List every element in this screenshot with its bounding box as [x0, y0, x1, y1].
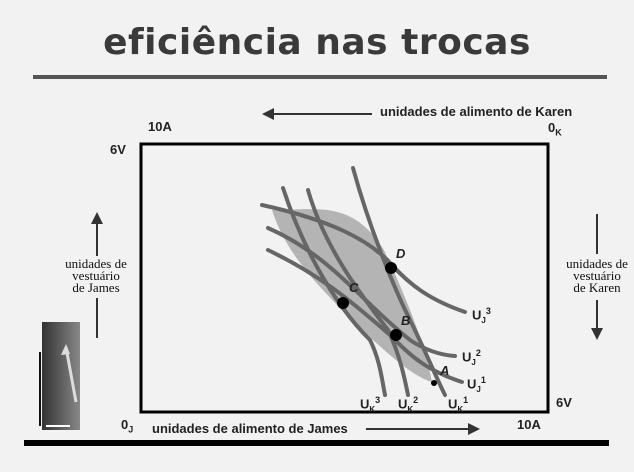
corner-bottom-left: 0J — [121, 417, 134, 435]
right-arrow-head — [591, 328, 603, 340]
point-label-d: D — [396, 246, 406, 261]
point-label-a: A — [439, 363, 449, 378]
bottom-arrow-head — [468, 423, 480, 435]
point-a — [431, 380, 437, 386]
top-axis-arrow — [272, 113, 372, 115]
box-frame — [139, 142, 550, 414]
right-axis-arrow — [596, 214, 598, 254]
corner-top-right: 0K — [548, 120, 562, 138]
curve-uj3 — [260, 203, 467, 314]
label-uk2: UK2 — [398, 395, 419, 414]
page-title: eficiência nas trocas — [103, 22, 531, 63]
point-c — [337, 297, 349, 309]
corner-bottom-right: 10A — [517, 417, 541, 432]
corner-right-bottom: 6V — [556, 395, 572, 410]
top-axis-label: unidades de alimento de Karen — [380, 104, 573, 119]
right-axis-arrow-lower — [596, 300, 598, 330]
left-axis-arrow-lower — [96, 298, 98, 338]
label-uj2: UJ2 — [462, 348, 481, 367]
title-divider — [33, 75, 607, 79]
label-uj1: UJ1 — [467, 375, 486, 394]
bottom-divider — [24, 440, 609, 446]
left-axis-arrow — [96, 222, 98, 256]
bottom-axis-arrow — [366, 428, 470, 430]
curve-uk2 — [306, 188, 410, 397]
label-uj3: UJ3 — [472, 306, 491, 325]
corner-left-top: 6V — [110, 142, 126, 157]
point-label-c: C — [349, 280, 359, 295]
left-arrow-head — [91, 212, 103, 224]
point-b — [390, 329, 402, 341]
point-d — [385, 262, 397, 274]
bottom-axis-label: unidades de alimento de James — [152, 421, 348, 436]
top-arrow-head — [262, 108, 274, 120]
curve-uk1 — [351, 166, 447, 397]
label-uk3: UK3 — [360, 395, 381, 414]
label-uk1: UK1 — [448, 395, 469, 414]
curve-uj1 — [266, 248, 464, 384]
curve-uk3 — [281, 186, 387, 397]
point-label-b: B — [401, 313, 410, 328]
decorative-logo — [39, 322, 80, 430]
corner-top-left: 10A — [148, 119, 172, 134]
